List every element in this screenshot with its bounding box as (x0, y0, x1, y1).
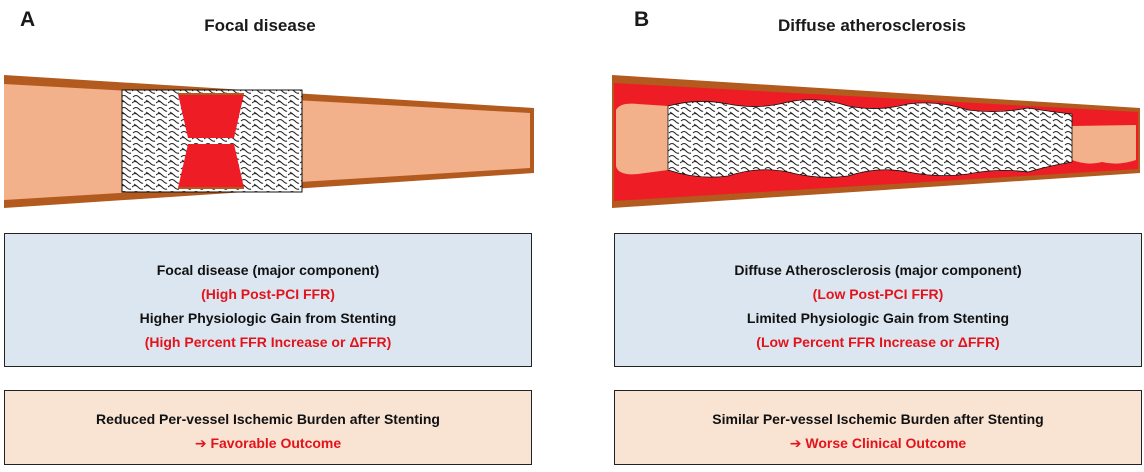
focal-mechanism-line2: (High Post-PCI FFR) (201, 286, 335, 302)
focal-outcome-line1: Reduced Per-vessel Ischemic Burden after… (96, 411, 440, 427)
panel-b-title: Diffuse atherosclerosis (777, 16, 966, 35)
panel-b-letter: B (634, 8, 650, 31)
focal-plaque-bottom (178, 144, 244, 188)
diffuse-mechanism-line4: (Low Percent FFR Increase or ΔFFR) (756, 334, 1000, 350)
focal-mechanism-line4: (High Percent FFR Increase or ΔFFR) (144, 334, 392, 350)
diffuse-mechanism-box: Diffuse Atherosclerosis (major component… (614, 233, 1142, 367)
diffuse-outcome-box: Similar Per-vessel Ischemic Burden after… (614, 390, 1142, 465)
diffuse-atherosclerosis-vessel-illustration (612, 75, 1140, 208)
diffuse-outcome-line2: ➔ Worse Clinical Outcome (789, 435, 967, 451)
diffuse-mechanism-line1: Diffuse Atherosclerosis (major component… (734, 262, 1022, 278)
stent (667, 99, 1073, 178)
focal-plaque-top (178, 94, 244, 138)
focal-outcome-line2: ➔ Favorable Outcome (194, 435, 342, 451)
focal-mechanism-line3: Higher Physiologic Gain from Stenting (139, 310, 397, 326)
focal-disease-vessel-illustration (4, 75, 534, 208)
diffuse-mechanism-line2: (Low Post-PCI FFR) (812, 286, 944, 302)
panel-a-letter: A (20, 8, 36, 31)
diffuse-mechanism-line3: Limited Physiologic Gain from Stenting (746, 310, 1010, 326)
focal-outcome-box: Reduced Per-vessel Ischemic Burden after… (4, 390, 532, 465)
proximal-lumen (616, 103, 668, 175)
focal-mechanism-box: Focal disease (major component) (High Po… (4, 233, 532, 367)
focal-mechanism-line1: Focal disease (major component) (156, 262, 380, 278)
diffuse-outcome-line1: Similar Per-vessel Ischemic Burden after… (712, 411, 1044, 427)
distal-lumen (1072, 125, 1136, 164)
panel-a-title: Focal disease (204, 16, 316, 35)
